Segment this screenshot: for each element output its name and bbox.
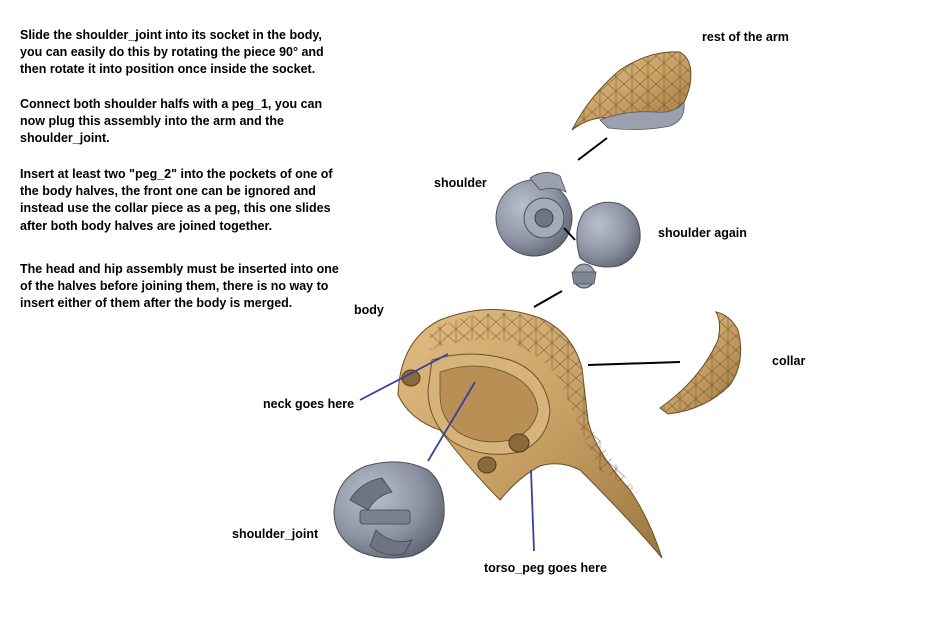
shoulder-part <box>495 172 573 257</box>
label-neck: neck goes here <box>263 397 355 411</box>
label-collar: collar <box>772 354 806 368</box>
instruction-step-2: Connect both shoulder halfs with a peg_1… <box>20 97 323 146</box>
neck-pointer-line <box>359 353 449 401</box>
shoulder-again-part <box>571 201 641 289</box>
instruction-step-3: Insert at least two "peg_2" into the poc… <box>20 167 333 233</box>
shoulder-to-body-line <box>533 290 563 308</box>
label-torso-peg: torso_peg goes here <box>484 561 607 575</box>
instruction-step-1: Slide the shoulder_joint into its socket… <box>20 28 324 77</box>
body-part <box>397 308 663 559</box>
label-shoulder: shoulder <box>434 176 487 190</box>
body-to-collar-line <box>587 361 681 366</box>
collar-part <box>659 311 742 415</box>
shoulder-joint-part <box>333 461 445 559</box>
torso-peg-pointer-line <box>530 469 535 552</box>
label-shoulder-again: shoulder again <box>658 226 747 240</box>
label-rest-of-arm: rest of the arm <box>702 30 789 44</box>
shoulder-to-shoulder-line <box>563 227 576 241</box>
rest-of-arm-part <box>571 51 692 131</box>
instruction-step-4: The head and hip assembly must be insert… <box>20 262 339 311</box>
label-body: body <box>354 303 384 317</box>
shoulder-joint-pointer-line <box>427 381 476 462</box>
arm-to-shoulder-line <box>577 137 608 161</box>
label-shoulder-joint: shoulder_joint <box>232 527 319 541</box>
